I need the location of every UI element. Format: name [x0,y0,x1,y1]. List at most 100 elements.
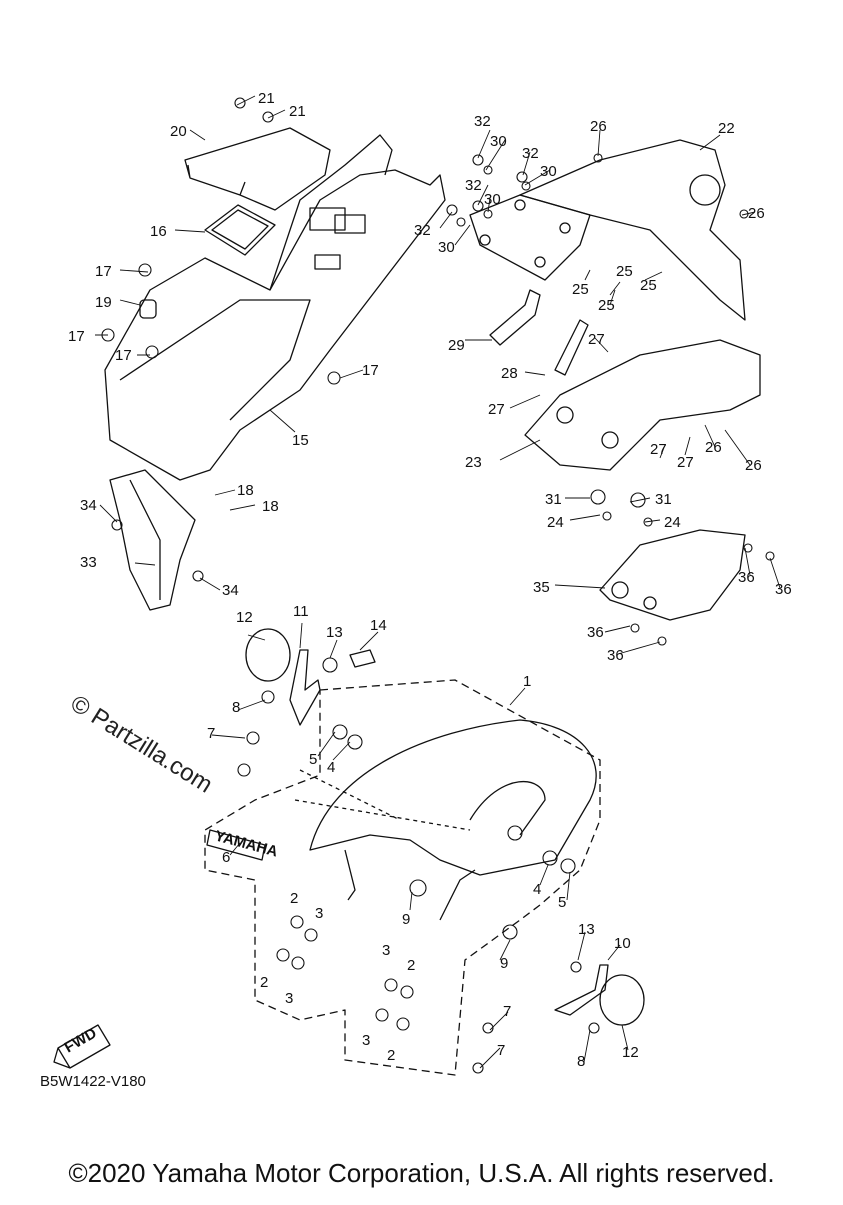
part-10-bracket [554,964,609,1016]
callout-label: 10 [614,935,631,952]
callout-label: 20 [170,123,187,140]
callout-label: 30 [438,239,455,256]
callout-label: 30 [540,163,557,180]
fwd-arrow [53,1024,111,1069]
callout-label: 24 [547,514,564,531]
callout-label: 19 [95,294,112,311]
callout-label: 17 [362,362,379,379]
diagram-code: B5W1422-V180 [40,1073,146,1090]
callout-label: 1 [523,673,531,690]
callout-label: 28 [501,365,518,382]
callout-label: 22 [718,120,735,137]
callout-label: 27 [677,454,694,471]
callout-label: 4 [533,881,541,898]
callout-label: 25 [598,297,615,314]
callout-label: 35 [533,579,550,596]
part-6-emblem [206,829,266,861]
part-23-undertray [524,339,761,471]
callout-label: 8 [577,1053,585,1070]
callout-label: 36 [738,569,755,586]
part-12-reflector-lower [599,974,645,1026]
callout-label: 14 [370,617,387,634]
part-1-outline [204,679,601,1076]
callout-label: 3 [315,905,323,922]
callout-label: 7 [503,1003,511,1020]
callout-label: 30 [484,191,501,208]
callout-label: 23 [465,454,482,471]
callout-label: 33 [80,554,97,571]
callout-label: 21 [258,90,275,107]
callout-label: 11 [293,603,309,620]
part-16-pad [204,204,276,256]
part-33-flap [109,469,196,611]
callout-label: 7 [497,1042,505,1059]
part-19-spacer [139,299,157,319]
callout-label: 5 [309,751,317,768]
part-rear-bracket [469,194,591,281]
callout-label: 17 [95,263,112,280]
callout-label: 9 [500,955,508,972]
callout-label: 32 [414,222,431,239]
callout-label: 30 [490,133,507,150]
part-15-rear-fender [104,169,446,481]
callout-label: 9 [402,911,410,928]
callout-label: 26 [590,118,607,135]
callout-label: 36 [775,581,792,598]
callout-label: 32 [474,113,491,130]
callout-label: 32 [465,177,482,194]
callout-label: 34 [80,497,97,514]
callout-label: 15 [292,432,309,449]
callout-label: 25 [572,281,589,298]
part-29-bracket [489,289,541,346]
part-22-cowl [519,139,746,321]
part-14-clamp [349,649,376,668]
callout-label: 6 [222,849,230,866]
callout-label: 17 [115,347,132,364]
callout-label: 5 [558,894,566,911]
callout-label: 8 [232,699,240,716]
callout-label: 13 [578,921,595,938]
callout-label: 7 [207,725,215,742]
callout-label: 3 [382,942,390,959]
callout-label: 25 [640,277,657,294]
callout-label: 26 [748,205,765,222]
callout-label: 26 [745,457,762,474]
callout-label: 26 [705,439,722,456]
part-11-bracket [289,649,321,726]
callout-label: 36 [607,647,624,664]
callout-labels: 21 21 20 16 17 19 17 17 17 15 18 18 34 3… [68,90,792,1070]
callout-label: 4 [327,759,335,776]
callout-label: 27 [588,331,605,348]
callout-label: 31 [655,491,672,508]
fwd-text: FWD [62,1025,100,1057]
callout-label: 17 [68,328,85,345]
callout-label: 29 [448,337,465,354]
callout-label: 18 [262,498,279,515]
callout-label: 27 [650,441,667,458]
callout-label: 34 [222,582,239,599]
part-28-bracket [554,319,589,376]
callout-label: 13 [326,624,343,641]
part-1-front-fender [309,719,597,876]
callout-label: 16 [150,223,167,240]
callout-label: 2 [260,974,268,991]
callout-label: 36 [587,624,604,641]
callout-label: 32 [522,145,539,162]
callout-label: 27 [488,401,505,418]
callout-label: 12 [236,609,253,626]
callout-label: 31 [545,491,562,508]
part-35-cowl [599,529,746,621]
callout-label: 21 [289,103,306,120]
callout-label: 3 [285,990,293,1007]
copyright-footer: ©2020 Yamaha Motor Corporation, U.S.A. A… [68,1158,775,1188]
part-12-reflector [245,628,291,682]
callout-label: 18 [237,482,254,499]
callout-label: 12 [622,1044,639,1061]
callout-label: 3 [362,1032,370,1049]
callout-label: 2 [387,1047,395,1064]
callout-label: 2 [407,957,415,974]
part-20-tray [184,127,331,211]
callout-label: 2 [290,890,298,907]
